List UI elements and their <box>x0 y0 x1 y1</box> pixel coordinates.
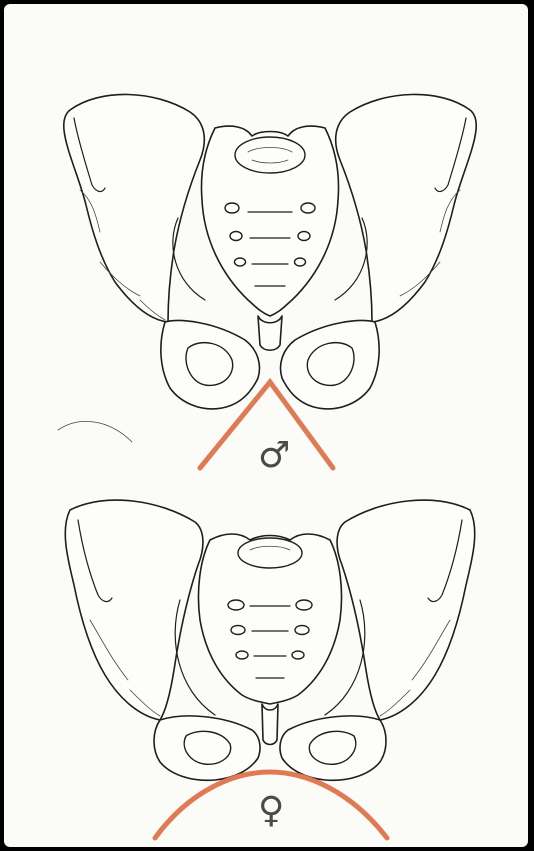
male-pelvis <box>64 94 477 408</box>
male-sacral-promontory <box>235 137 305 173</box>
pencil-stroke <box>58 421 132 442</box>
pelvis-comparison-illustration: ♂ ♀ <box>4 4 528 847</box>
male-right-ilium <box>336 94 477 322</box>
male-left-ilium <box>64 94 205 322</box>
female-sacral-promontory <box>238 538 302 568</box>
male-symbol: ♂ <box>258 435 290 476</box>
illustration-frame: ♂ ♀ <box>4 4 528 847</box>
female-symbol: ♀ <box>258 790 284 831</box>
female-pelvis <box>65 500 474 780</box>
male-coccyx <box>258 316 282 350</box>
female-right-ilium <box>337 500 475 720</box>
female-left-ilium <box>65 500 203 720</box>
female-coccyx <box>262 704 278 745</box>
